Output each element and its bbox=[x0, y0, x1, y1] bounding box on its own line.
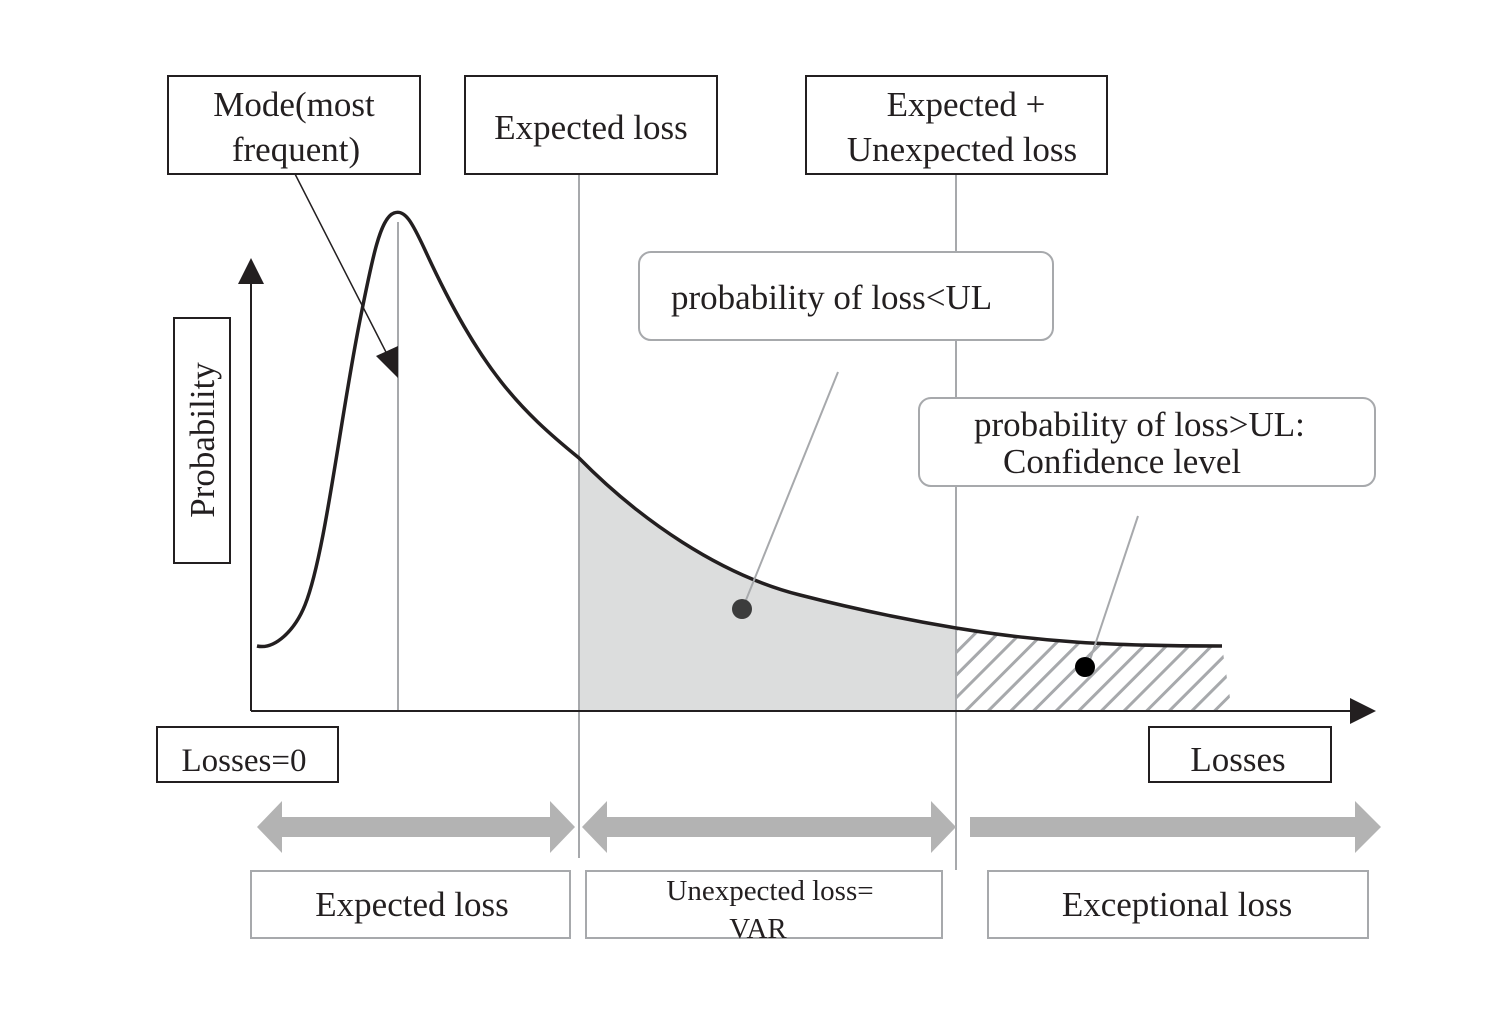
losses-box bbox=[1148, 726, 1332, 783]
expected-loss-top-label: Expected loss bbox=[494, 108, 687, 147]
y-axis-label-box bbox=[173, 317, 231, 564]
loss-distribution-curve bbox=[256, 210, 1223, 649]
losses-label: Losses bbox=[1190, 740, 1285, 779]
prob-greater-line1: probability of loss>UL: bbox=[974, 405, 1305, 444]
y-axis-label: Probability bbox=[183, 362, 222, 518]
expected-plus-unexpected-box bbox=[805, 75, 1108, 175]
bottom-unexpected-box bbox=[585, 870, 943, 939]
mode-pointer-line bbox=[293, 171, 391, 361]
prob-less-text: probability of loss<UL bbox=[671, 278, 992, 317]
prob-less-dot bbox=[732, 599, 752, 619]
expected-loss-range-arrow bbox=[257, 801, 575, 853]
bottom-unexpected-line2: VAR bbox=[729, 913, 787, 945]
x-axis-arrowhead bbox=[1350, 698, 1376, 724]
expected-plus-line1: Expected + bbox=[887, 85, 1046, 124]
y-axis-arrowhead bbox=[238, 258, 264, 284]
prob-less-pointer-line bbox=[745, 371, 839, 601]
losses-zero-box bbox=[156, 726, 339, 783]
prob-greater-line2: Confidence level bbox=[1003, 442, 1241, 481]
unexpected-loss-area bbox=[579, 458, 956, 711]
losses-zero-label: Losses=0 bbox=[182, 743, 307, 779]
bottom-expected-label: Expected loss bbox=[315, 885, 508, 924]
exceptional-loss-range-arrow bbox=[970, 801, 1381, 853]
mode-label-line2: frequent) bbox=[232, 130, 360, 169]
expected-loss-top-box bbox=[464, 75, 718, 175]
unexpected-loss-range-arrow bbox=[582, 801, 956, 853]
prob-less-callout bbox=[638, 251, 1054, 341]
bottom-unexpected-line1: Unexpected loss= bbox=[666, 875, 873, 907]
expected-plus-line2: Unexpected loss bbox=[847, 130, 1077, 169]
mode-pointer-arrowhead bbox=[376, 346, 398, 378]
prob-greater-pointer-line bbox=[1089, 515, 1139, 661]
prob-greater-dot bbox=[1075, 657, 1095, 677]
bottom-exceptional-label: Exceptional loss bbox=[1062, 885, 1292, 924]
mode-label-line1: Mode(most bbox=[213, 85, 375, 124]
prob-greater-callout bbox=[918, 397, 1376, 487]
bottom-expected-box bbox=[250, 870, 571, 939]
mode-label-box bbox=[167, 75, 421, 175]
bottom-exceptional-box bbox=[987, 870, 1369, 939]
